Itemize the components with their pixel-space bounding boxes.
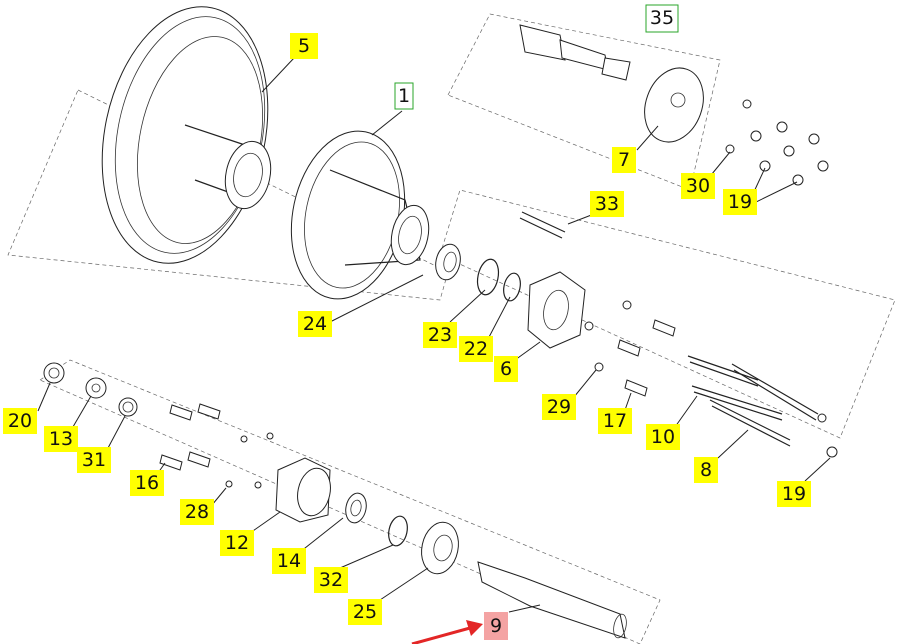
part-23-snap-ring [476, 258, 500, 296]
label-32: 32 [314, 567, 348, 593]
svg-text:33: 33 [595, 193, 619, 215]
label-19-bottom: 19 [777, 481, 811, 507]
svg-text:22: 22 [464, 338, 488, 360]
svg-text:7: 7 [618, 149, 630, 171]
label-22: 22 [459, 336, 493, 362]
svg-text:23: 23 [428, 324, 452, 346]
svg-text:32: 32 [319, 569, 343, 591]
svg-text:29: 29 [547, 396, 571, 418]
fasteners-lower-left [43, 362, 138, 417]
part-35-shaft [519, 24, 631, 81]
label-30: 30 [681, 173, 715, 199]
label-16: 16 [130, 470, 164, 496]
svg-text:19: 19 [728, 191, 752, 213]
label-17: 17 [598, 408, 632, 434]
label-35: 35 [645, 4, 679, 33]
svg-text:28: 28 [185, 501, 209, 523]
svg-text:13: 13 [49, 428, 73, 450]
svg-text:9: 9 [490, 615, 502, 637]
label-7: 7 [612, 147, 636, 173]
svg-text:8: 8 [700, 459, 712, 481]
label-19-top: 19 [723, 189, 757, 215]
svg-text:35: 35 [650, 7, 674, 29]
label-20: 20 [3, 408, 37, 434]
svg-text:10: 10 [651, 426, 675, 448]
part-9-shaft [477, 561, 627, 639]
label-23: 23 [423, 322, 457, 348]
svg-text:17: 17 [603, 410, 627, 432]
label-31: 31 [77, 447, 111, 473]
part-25-bearing [421, 521, 459, 575]
svg-text:31: 31 [82, 449, 106, 471]
rods-8-10 [687, 355, 838, 458]
label-29: 29 [542, 394, 576, 420]
part-33-pin [519, 211, 566, 239]
label-28: 28 [180, 499, 214, 525]
bolts-16-28 [159, 403, 274, 489]
red-arrow-pointer [411, 620, 483, 644]
part-32-lock-washer [388, 515, 408, 547]
label-12: 12 [220, 530, 254, 556]
svg-text:24: 24 [303, 313, 327, 335]
part-5-pulley [101, 6, 272, 264]
label-13: 13 [44, 426, 78, 452]
svg-text:25: 25 [353, 601, 377, 623]
svg-text:19: 19 [782, 483, 806, 505]
svg-text:5: 5 [298, 35, 310, 57]
part-7-disc [644, 67, 704, 143]
label-6: 6 [494, 356, 518, 382]
label-8: 8 [694, 457, 718, 483]
label-33: 33 [590, 191, 624, 217]
part-1-drum [290, 130, 430, 300]
svg-text:1: 1 [398, 85, 410, 107]
label-10: 10 [646, 424, 680, 450]
bolts-middle [584, 300, 676, 397]
part-22-snap-ring [503, 272, 521, 302]
label-5: 5 [290, 33, 318, 59]
callout-labels: 5 1 35 7 30 19 33 24 23 22 6 29 17 10 8 … [3, 4, 811, 640]
svg-text:16: 16 [135, 472, 159, 494]
label-1: 1 [394, 82, 414, 110]
label-14: 14 [272, 548, 306, 574]
svg-text:12: 12 [225, 532, 249, 554]
label-25: 25 [348, 599, 382, 625]
fasteners-top-right [725, 99, 829, 186]
svg-text:30: 30 [686, 175, 710, 197]
label-9: 9 [484, 612, 508, 640]
part-6-flange [527, 271, 586, 349]
part-12-housing [275, 457, 331, 523]
part-14-nut [345, 492, 367, 524]
svg-text:20: 20 [8, 410, 32, 432]
svg-text:6: 6 [500, 358, 512, 380]
label-24: 24 [298, 311, 332, 337]
part-24-bearing [435, 243, 461, 281]
svg-text:14: 14 [277, 550, 301, 572]
